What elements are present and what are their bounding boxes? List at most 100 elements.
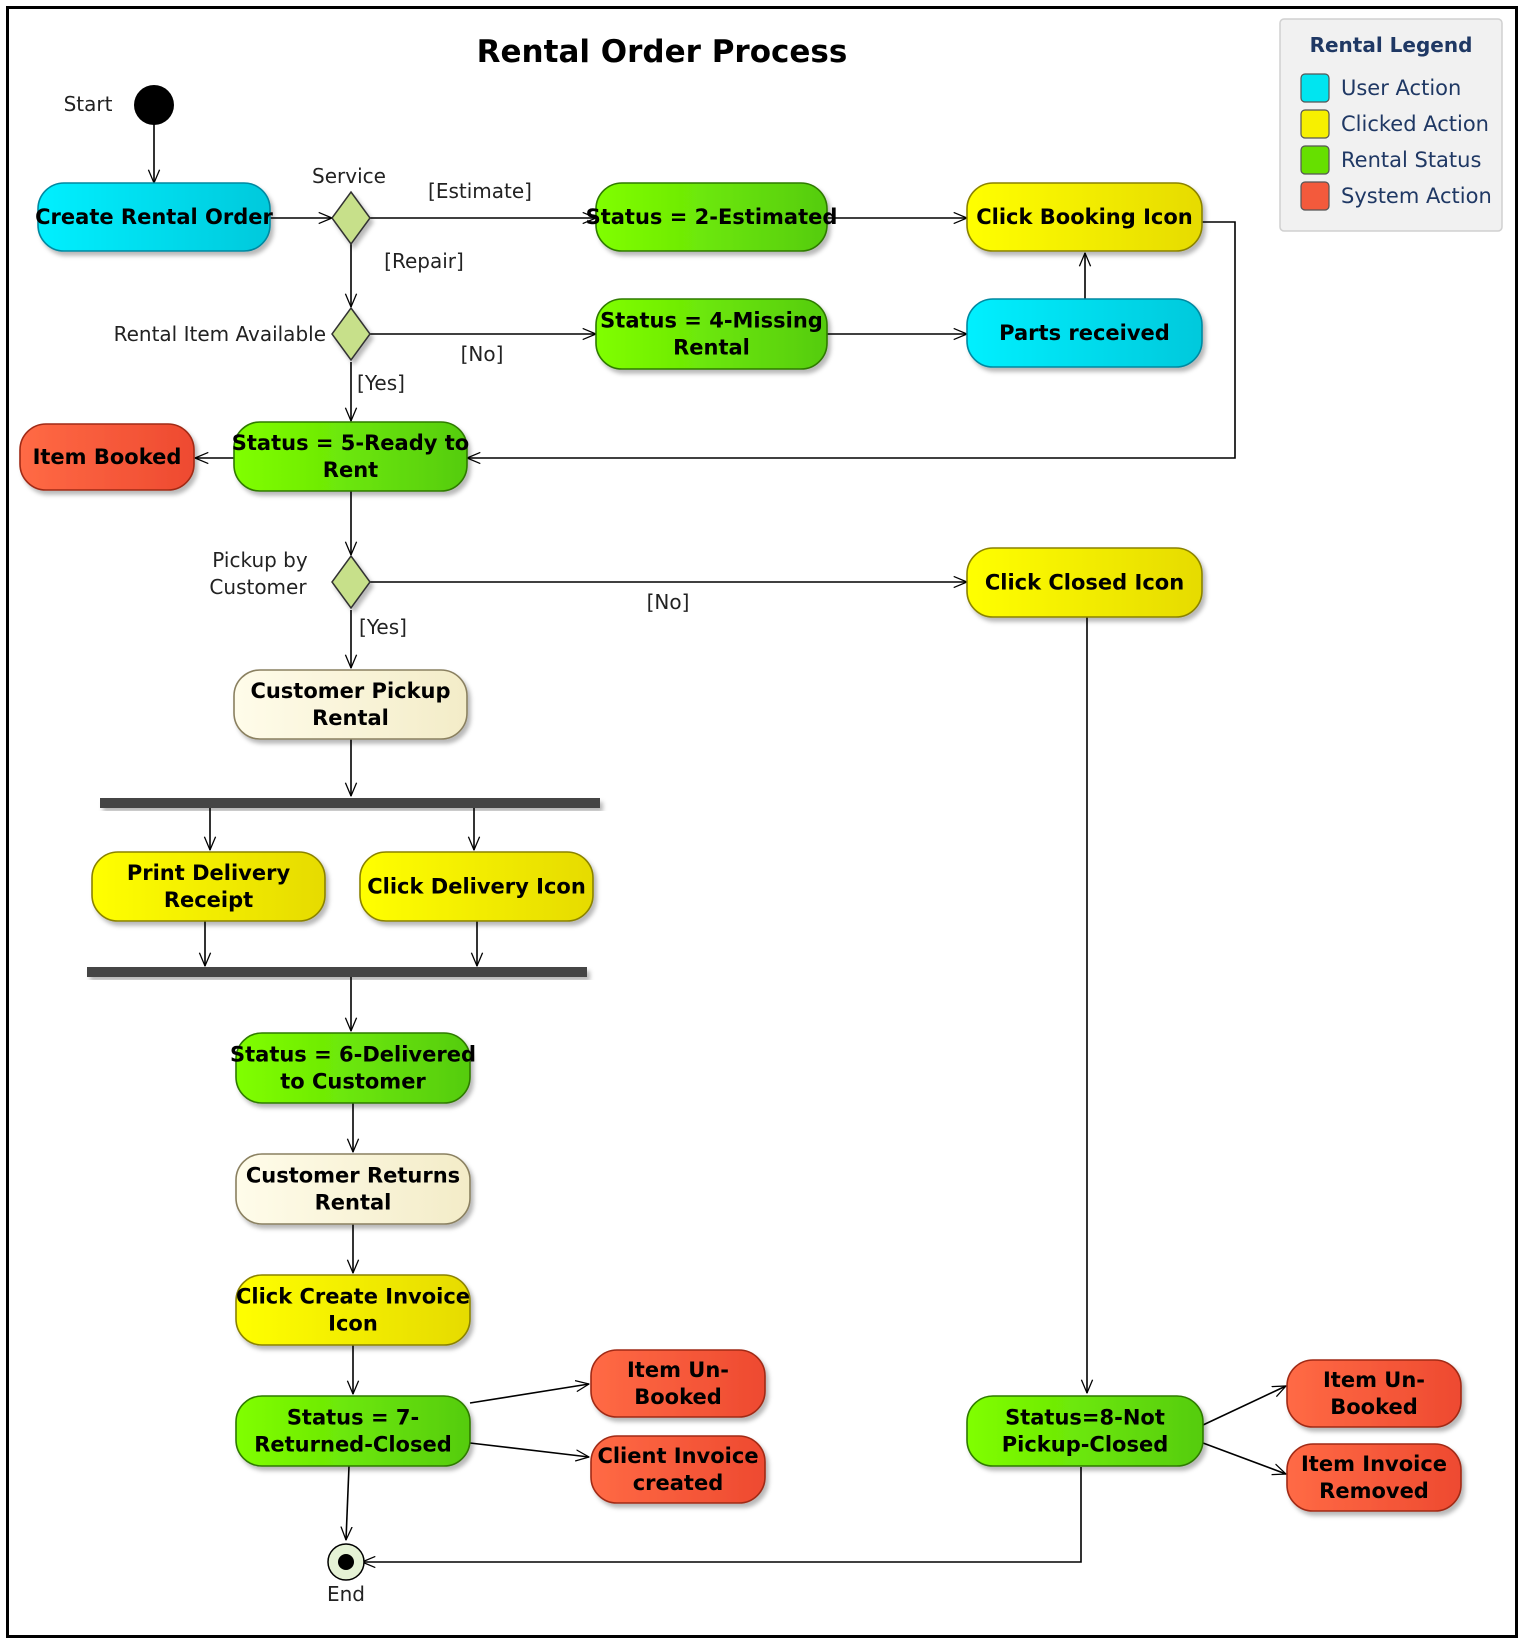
node-label: Status = 2-Estimated: [586, 205, 838, 229]
node-label: Item Un-: [1323, 1368, 1425, 1392]
node-shape: [1286, 1359, 1462, 1428]
node-label: Client Invoice: [597, 1444, 758, 1468]
node-item-unbooked-1: Item Un- Booked: [590, 1349, 766, 1418]
node-shape: [966, 547, 1203, 618]
node-shape: [590, 1349, 766, 1418]
diagram-title: Rental Order Process: [477, 34, 848, 70]
node-label: Returned-Closed: [254, 1433, 452, 1457]
node-label: Rental: [312, 706, 389, 730]
node-label: Customer Returns: [246, 1164, 460, 1188]
label-repair: [Repair]: [384, 249, 464, 273]
label-pickup-line2: Customer: [209, 575, 307, 599]
node-label: Print Delivery: [127, 861, 291, 885]
edge-status8-invoiceremoved: [1202, 1442, 1286, 1474]
fork-bar: [100, 798, 600, 808]
node-item-unbooked-2: Item Un- Booked: [1286, 1359, 1462, 1428]
node-label: Booked: [634, 1385, 722, 1409]
node-status-6: Status = 6-Delivered to Customer: [230, 1032, 476, 1104]
node-shape: [37, 182, 271, 252]
decision-service: [331, 190, 371, 246]
node-parts-received: Parts received: [966, 298, 1203, 368]
label-estimate: [Estimate]: [428, 179, 532, 203]
node-label: Item Booked: [33, 445, 182, 469]
edge-booking-status5: [467, 221, 1236, 458]
diagram-frame: [6, 6, 1518, 1638]
node-label: Item Invoice: [1301, 1452, 1447, 1476]
node-label: Rent: [323, 458, 378, 482]
node-label: created: [633, 1471, 724, 1495]
node-shape: [1286, 1443, 1462, 1512]
node-status-7: Status = 7- Returned-Closed: [235, 1395, 471, 1467]
node-shape: [235, 1032, 471, 1104]
legend-item-label: Rental Status: [1341, 148, 1481, 172]
node-label: Create Rental Order: [35, 205, 273, 229]
node-shape: [966, 298, 1203, 368]
node-shape: [359, 851, 594, 922]
node-shape: [235, 1153, 471, 1225]
end-node: [327, 1543, 365, 1581]
node-status-5: Status = 5-Ready to Rent: [232, 421, 469, 492]
node-shape: [91, 851, 326, 922]
legend-title: Rental Legend: [1310, 33, 1473, 57]
join-bar: [87, 967, 587, 977]
node-label: Click Closed Icon: [985, 571, 1184, 595]
label-pickup-line1: Pickup by: [212, 548, 308, 572]
node-create-rental-order: Create Rental Order: [35, 182, 273, 252]
legend-item-label: User Action: [1341, 76, 1461, 100]
label-service: Service: [312, 164, 386, 188]
node-shape: [235, 1395, 471, 1467]
node-shape: [233, 421, 468, 492]
node-label: Status = 5-Ready to: [232, 431, 469, 455]
node-label: Customer Pickup: [250, 679, 450, 703]
edge-status7-end: [346, 1465, 349, 1540]
legend-swatch: [1300, 145, 1330, 175]
flow-edges: [154, 105, 1286, 1562]
edge-status8-unbooked: [1202, 1385, 1286, 1426]
edge-status7-unbooked: [469, 1384, 589, 1404]
node-label: Rental: [673, 336, 750, 360]
node-shape: [19, 423, 195, 491]
node-label: to Customer: [280, 1070, 426, 1094]
node-label: Booked: [1330, 1395, 1418, 1419]
node-label: Removed: [1319, 1479, 1429, 1503]
node-shape: [966, 182, 1203, 252]
edge-status7-clientinvoice: [469, 1442, 589, 1457]
node-shape: [235, 1274, 471, 1346]
node-label: Status = 7-: [287, 1406, 419, 1430]
node-label: Receipt: [164, 888, 253, 912]
node-label: Pickup-Closed: [1002, 1433, 1169, 1457]
node-shape: [590, 1435, 766, 1504]
node-label: Click Booking Icon: [976, 205, 1193, 229]
node-shape: [966, 1395, 1204, 1467]
node-click-booking: Click Booking Icon: [966, 182, 1203, 252]
node-label: Item Un-: [627, 1358, 729, 1382]
legend-swatch: [1300, 181, 1330, 211]
legend-item-label: Clicked Action: [1341, 112, 1489, 136]
label-yes-available: [Yes]: [357, 371, 405, 395]
node-label: Icon: [328, 1312, 378, 1336]
label-yes-pickup: [Yes]: [359, 615, 407, 639]
node-label: Status = 6-Delivered: [230, 1043, 476, 1067]
node-item-booked: Item Booked: [19, 423, 195, 491]
legend-swatch: [1300, 109, 1330, 139]
node-label: Rental: [315, 1191, 392, 1215]
node-label: Click Delivery Icon: [367, 875, 586, 899]
node-label: Click Create Invoice: [236, 1285, 470, 1309]
decision-pickup: [331, 554, 371, 610]
node-shape: [233, 669, 468, 740]
end-label: End: [327, 1582, 365, 1606]
edge-status8-end: [362, 1467, 1082, 1562]
label-no-pickup: [No]: [647, 590, 690, 614]
start-label: Start: [64, 92, 113, 116]
decision-rental-available: [331, 306, 371, 362]
label-no-available: [No]: [461, 342, 504, 366]
label-rental-item-available: Rental Item Available: [114, 322, 326, 346]
node-client-invoice: Client Invoice created: [590, 1435, 766, 1504]
